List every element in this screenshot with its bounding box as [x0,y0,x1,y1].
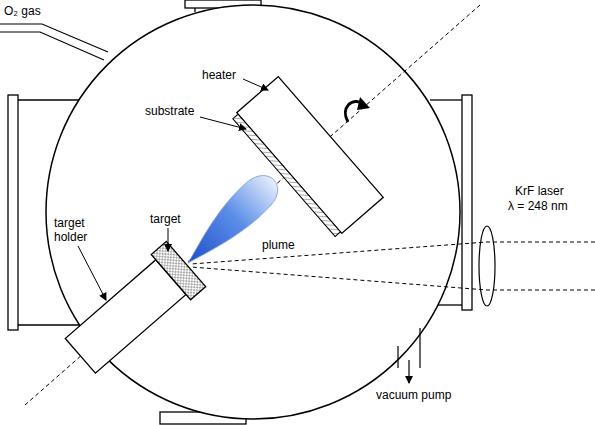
pump-outlet [398,328,420,383]
laser-beam [191,242,595,290]
part-label: target [150,212,181,226]
part-label: heater [202,68,236,82]
pump-label: vacuum pump [376,388,451,402]
rotation-arrow [345,97,370,122]
plasma-plume [176,167,285,274]
laser-label: λ = 248 nm [508,199,568,213]
laser-label: KrF laser [515,184,564,198]
part-label: plume [262,238,295,252]
gas-label: O₂ gas [4,4,41,18]
target-assembly [61,241,206,378]
leader-arrows [78,79,268,300]
gas-inlet [0,24,108,60]
part-label: substrate [145,104,194,118]
focusing-lens [479,226,495,306]
chamber-ports [8,0,472,424]
part-label: target holder [54,216,100,244]
vacuum-chamber [46,5,460,419]
rotation-axis [25,5,480,405]
